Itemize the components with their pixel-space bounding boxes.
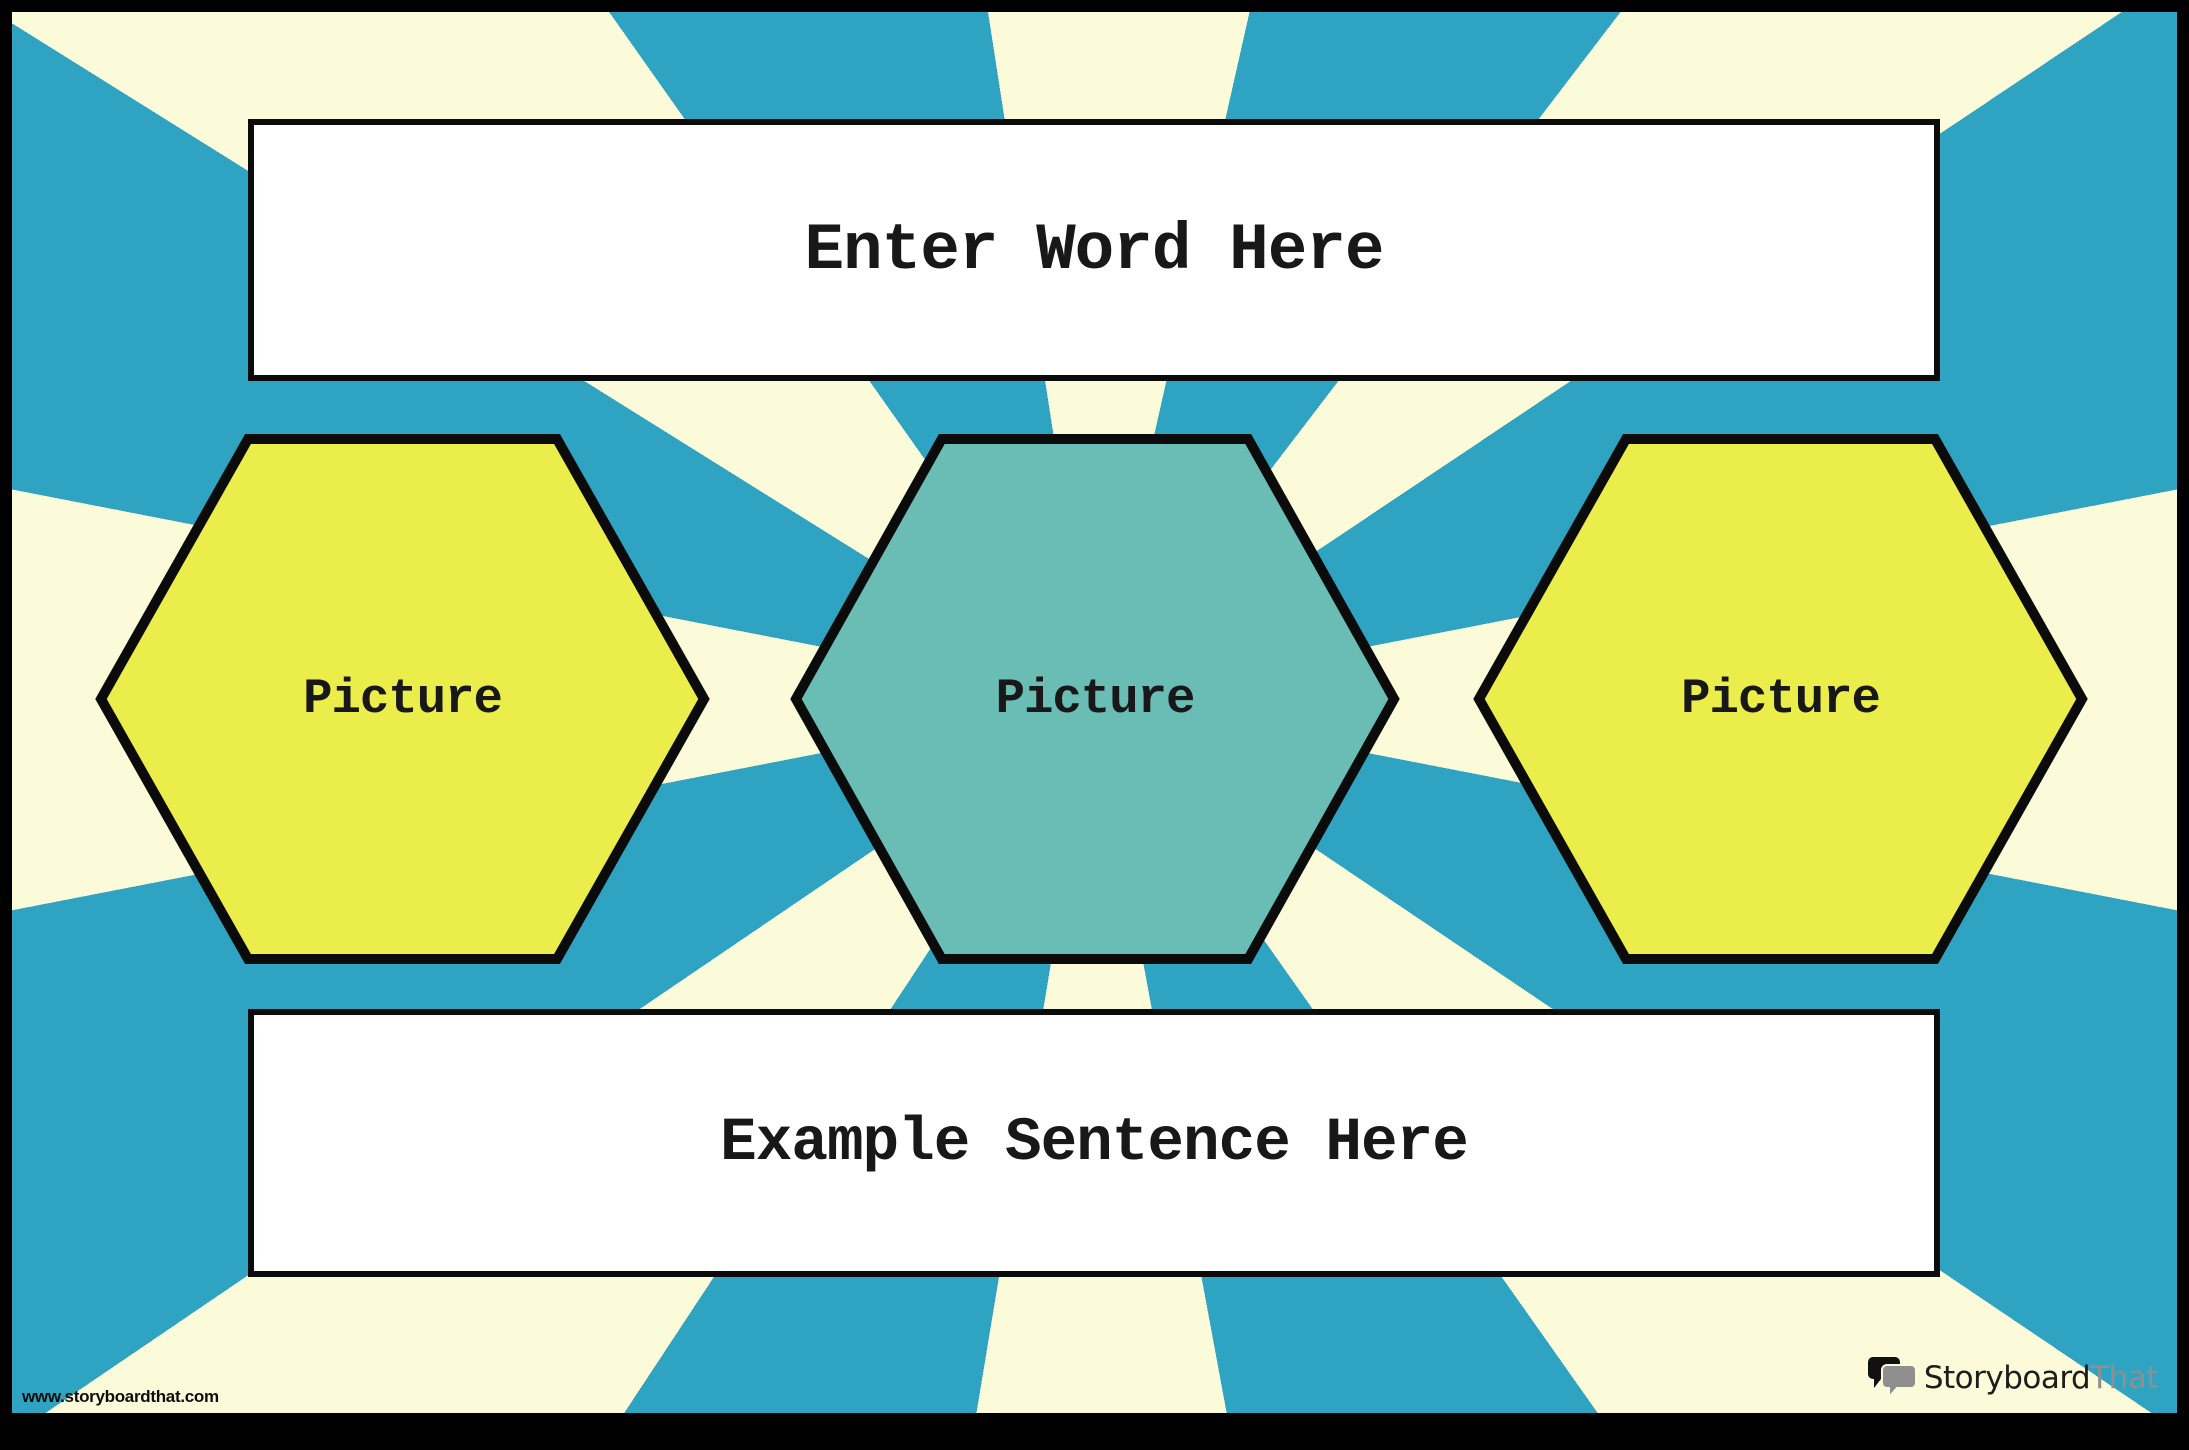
sentence-box[interactable]: Example Sentence Here xyxy=(248,1009,1940,1277)
picture-hexagon-left[interactable]: Picture xyxy=(95,433,710,965)
hexagon-shape xyxy=(1473,434,2088,964)
hexagon-shape xyxy=(790,434,1400,964)
picture-label: Picture xyxy=(303,671,503,727)
picture-hexagon-center[interactable]: Picture xyxy=(790,433,1400,965)
sentence-box-text: Example Sentence Here xyxy=(720,1108,1469,1178)
picture-label: Picture xyxy=(1681,671,1881,727)
hexagon-shape xyxy=(95,434,710,964)
logo-text-primary: Storyboard xyxy=(1923,1360,2091,1396)
website-url: www.storyboardthat.com xyxy=(22,1387,219,1406)
logo-text-secondary: That xyxy=(2090,1360,2158,1396)
word-box-text: Enter Word Here xyxy=(804,212,1384,288)
word-box[interactable]: Enter Word Here xyxy=(248,119,1940,381)
sunburst-background: Enter Word Here Picture Picture Picture xyxy=(12,12,2177,1413)
speech-bubbles-icon xyxy=(1867,1357,1916,1400)
picture-hexagon-right[interactable]: Picture xyxy=(1473,433,2088,965)
picture-label: Picture xyxy=(995,671,1196,727)
